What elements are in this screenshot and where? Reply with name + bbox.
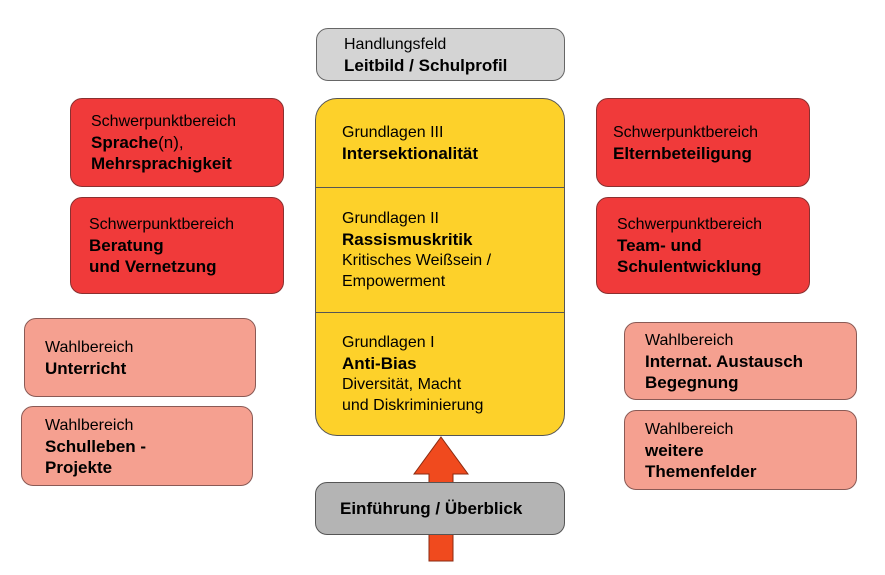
left-elective-area-1-title: Unterricht xyxy=(45,358,127,378)
field-of-action-box: Handlungsfeld Leitbild / Schulprofil xyxy=(316,28,565,81)
left-elective-area-2: Wahlbereich Schulleben - Projekte xyxy=(21,406,253,486)
left-elective-area-2-label: Wahlbereich xyxy=(45,416,134,434)
left-focus-area-1-title-line2: Mehrsprachigkeit xyxy=(91,154,232,173)
right-focus-area-2-label: Schwerpunktbereich xyxy=(617,216,762,233)
foundation-1-label: Grundlagen I xyxy=(342,334,435,351)
foundation-2-label: Grundlagen II xyxy=(342,210,439,227)
left-focus-area-1-title: Sprache xyxy=(91,133,159,152)
right-elective-area-2-label: Wahlbereich xyxy=(645,420,734,438)
left-focus-area-2: Schwerpunktbereich Beratung und Vernetzu… xyxy=(70,197,284,294)
foundation-2: Grundlagen II Rassismuskritik Kritisches… xyxy=(316,188,564,312)
left-elective-area-2-title: Schulleben - Projekte xyxy=(45,436,147,477)
left-focus-area-1-title-line1: Sprache(n), xyxy=(91,132,283,153)
left-elective-area-1: Wahlbereich Unterricht xyxy=(24,318,256,397)
foundation-3-title: Intersektionalität xyxy=(342,144,479,163)
left-elective-area-1-label: Wahlbereich xyxy=(45,338,134,356)
left-focus-area-1-label: Schwerpunktbereich xyxy=(91,113,236,130)
right-focus-area-1: Schwerpunktbereich Elternbeteiligung xyxy=(596,98,810,187)
foundation-3-label: Grundlagen III xyxy=(342,124,444,141)
right-elective-area-2-title: weitere Themenfelder xyxy=(645,440,757,481)
field-of-action-title: Leitbild / Schulprofil xyxy=(344,55,508,75)
foundations-stack: Grundlagen III Intersektionalität Grundl… xyxy=(315,98,565,436)
foundation-2-subtitle: Kritisches Weißsein / Empowerment xyxy=(342,252,492,290)
right-elective-area-1-title: Internat. Austausch Begegnung xyxy=(645,351,804,392)
foundation-divider-2 xyxy=(316,312,564,313)
field-of-action-label: Handlungsfeld xyxy=(344,35,447,53)
intro-box: Einführung / Überblick xyxy=(315,482,565,535)
left-focus-area-2-label: Schwerpunktbereich xyxy=(89,216,234,233)
left-focus-area-2-title: Beratung und Vernetzung xyxy=(89,236,217,276)
intro-title: Einführung / Überblick xyxy=(340,499,523,518)
right-focus-area-1-label: Schwerpunktbereich xyxy=(613,123,758,141)
foundation-1: Grundlagen I Anti-Bias Diversität, Macht… xyxy=(316,313,564,435)
foundation-2-title: Rassismuskritik xyxy=(342,230,473,249)
foundation-1-title: Anti-Bias xyxy=(342,354,417,373)
right-focus-area-1-title: Elternbeteiligung xyxy=(613,143,752,163)
foundation-divider-1 xyxy=(316,187,564,188)
right-elective-area-1: Wahlbereich Internat. Austausch Begegnun… xyxy=(624,322,857,400)
left-focus-area-1: Schwerpunktbereich Sprache(n), Mehrsprac… xyxy=(70,98,284,187)
right-focus-area-2: Schwerpunktbereich Team- und Schulentwic… xyxy=(596,197,810,294)
left-focus-area-1-title-suffix: (n), xyxy=(158,133,184,152)
right-elective-area-2: Wahlbereich weitere Themenfelder xyxy=(624,410,857,490)
right-elective-area-1-label: Wahlbereich xyxy=(645,331,734,349)
right-focus-area-2-title: Team- und Schulentwicklung xyxy=(617,236,762,276)
foundation-3: Grundlagen III Intersektionalität xyxy=(316,99,564,187)
foundation-1-subtitle: Diversität, Macht und Diskriminierung xyxy=(342,376,484,414)
